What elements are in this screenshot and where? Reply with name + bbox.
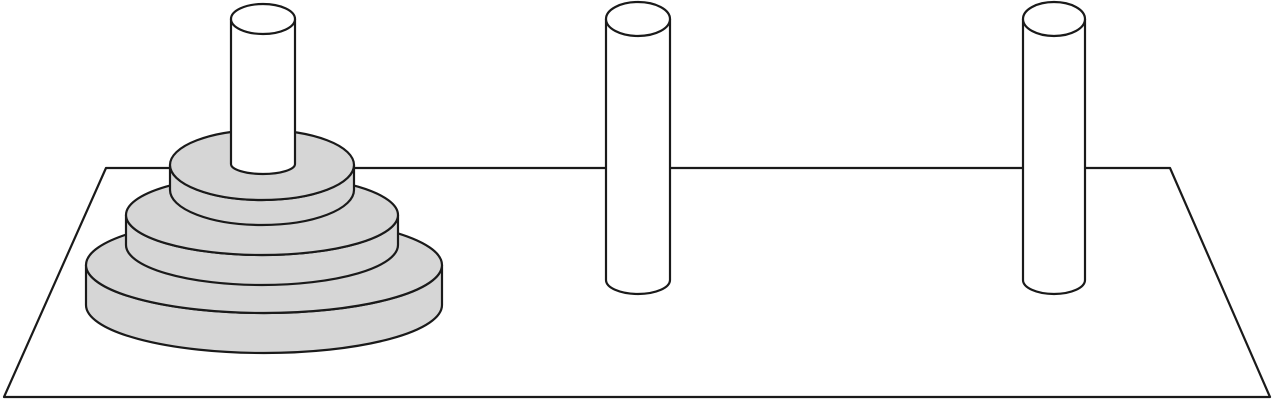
peg-2 xyxy=(604,0,672,296)
peg-2-cap xyxy=(604,0,672,38)
peg-3 xyxy=(1021,0,1087,296)
peg-2-body xyxy=(604,17,672,296)
peg-3-cap xyxy=(1021,0,1087,38)
peg-1-body xyxy=(229,17,297,176)
peg-3-body xyxy=(1021,17,1087,296)
peg-1-group xyxy=(84,2,444,355)
peg-1-cap xyxy=(229,2,297,36)
peg-1 xyxy=(229,2,297,176)
